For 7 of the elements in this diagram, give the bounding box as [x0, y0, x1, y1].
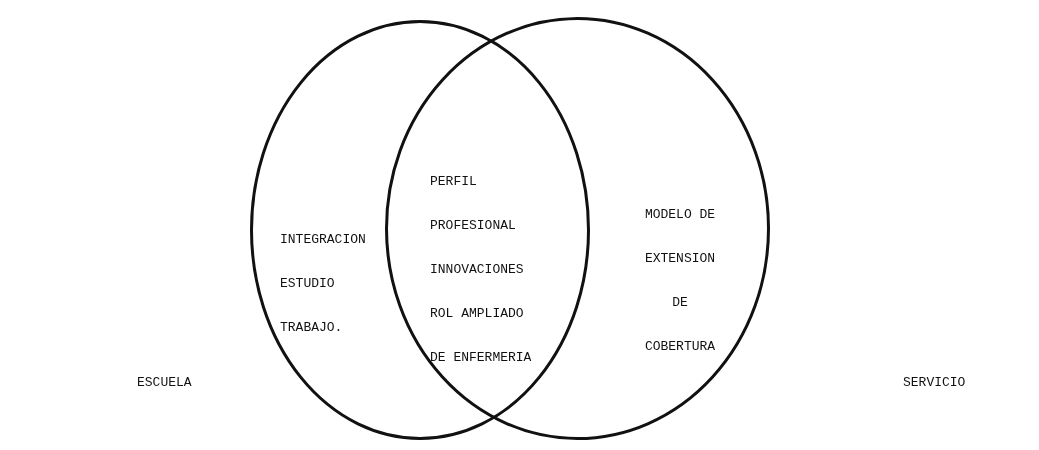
- side-label: ESCUELA: [137, 374, 193, 392]
- overlap-text: PERFIL PROFESIONAL INNOVACIONES ROL AMPLIADO DE ENFERMERIA: [430, 173, 533, 367]
- circle-text: INTEGRACION ESTUDIO TRABAJO.: [280, 231, 367, 337]
- venn-circle: [385, 17, 770, 440]
- side-label: SERVICIO: [903, 374, 967, 392]
- venn-circle: [250, 20, 590, 440]
- circle-text: MODELO DE EXTENSION DE COBERTURA: [643, 206, 717, 356]
